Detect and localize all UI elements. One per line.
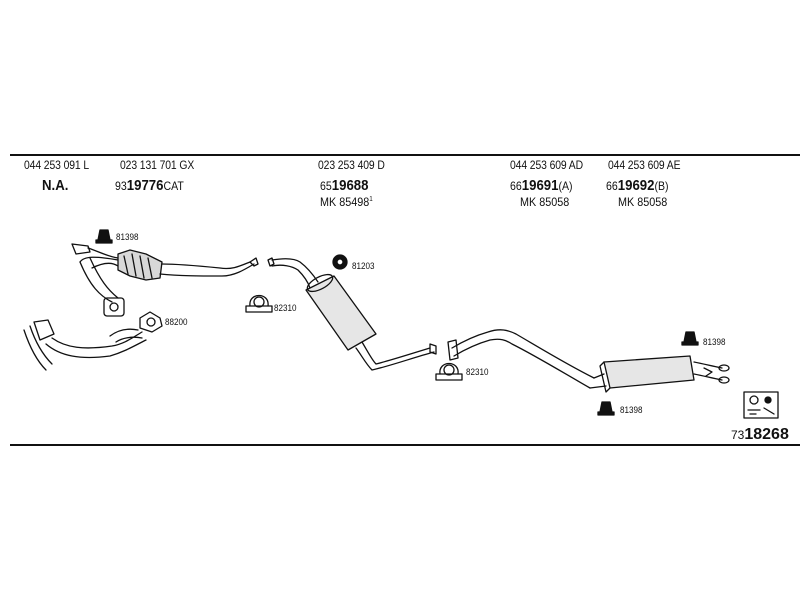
label-hanger-front: 81398 xyxy=(116,232,139,243)
oem-number-col2: 023 131 701 GX xyxy=(120,160,195,172)
part-number-col2-suffix: CAT xyxy=(163,179,184,193)
oem-number-col3: 023 253 409 D xyxy=(318,160,385,172)
hanger-mid-icon xyxy=(332,254,348,270)
part-number-col3-main: 19688 xyxy=(331,177,369,194)
part-number-col5-suffix: (B) xyxy=(654,179,669,193)
label-gasket-front: 88200 xyxy=(165,317,188,328)
part-number-col2-main: 19776 xyxy=(126,177,164,194)
part-number-col4-prefix: 66 xyxy=(510,179,522,193)
part-number-col3-prefix: 65 xyxy=(320,179,332,193)
part-number-col4: 6619691(A) xyxy=(510,178,573,193)
label-hanger-rear-top: 81398 xyxy=(703,337,726,348)
fitting-kit-icon xyxy=(743,391,779,419)
label-clamp-mid: 82310 xyxy=(274,303,297,314)
hanger-rear-bottom-icon xyxy=(597,401,615,416)
mk-number-col3-sup: 1 xyxy=(369,196,373,203)
hanger-front-icon xyxy=(95,229,113,244)
set-number-prefix: 73 xyxy=(731,428,745,442)
intermediate-pipe xyxy=(447,329,595,389)
clamp-mid-icon xyxy=(245,294,273,313)
part-number-col5-prefix: 66 xyxy=(606,179,618,193)
mk-number-col3-text: MK 85498 xyxy=(320,195,370,209)
part-number-col1: N.A. xyxy=(42,178,68,193)
label-clamp-rear: 82310 xyxy=(466,367,489,378)
hanger-rear-top-icon xyxy=(681,331,699,346)
rear-silencer xyxy=(589,355,730,393)
gasket-icon xyxy=(139,311,163,333)
part-number-col3: 6519688 xyxy=(320,178,368,193)
oem-number-col4: 044 253 609 AD xyxy=(510,160,583,172)
oem-number-col5: 044 253 609 AE xyxy=(608,160,681,172)
top-rule xyxy=(10,154,800,156)
part-number-col2-prefix: 93 xyxy=(115,179,127,193)
oem-number-col1: 044 253 091 L xyxy=(24,160,90,172)
part-number-col4-main: 19691 xyxy=(521,177,559,194)
centre-silencer xyxy=(267,257,437,371)
part-number-col1-main: N.A. xyxy=(42,177,69,194)
mk-number-col4: MK 85058 xyxy=(520,195,570,209)
set-number-main: 18268 xyxy=(744,426,789,443)
mk-number-col5: MK 85058 xyxy=(618,195,668,209)
part-number-col5-main: 19692 xyxy=(617,177,655,194)
front-pipe-assembly xyxy=(23,243,147,371)
label-hanger-mid: 81203 xyxy=(352,261,375,272)
catalytic-converter xyxy=(117,249,259,281)
mk-number-col3: MK 854981 xyxy=(320,196,373,208)
part-number-col5: 6619692(B) xyxy=(606,178,669,193)
label-hanger-rear-bottom: 81398 xyxy=(620,405,643,416)
part-number-col4-suffix: (A) xyxy=(558,179,573,193)
clamp-rear-icon xyxy=(435,362,463,381)
set-number: 7318268 xyxy=(731,427,789,443)
part-number-col2: 9319776CAT xyxy=(115,178,184,193)
bottom-rule xyxy=(10,444,800,446)
